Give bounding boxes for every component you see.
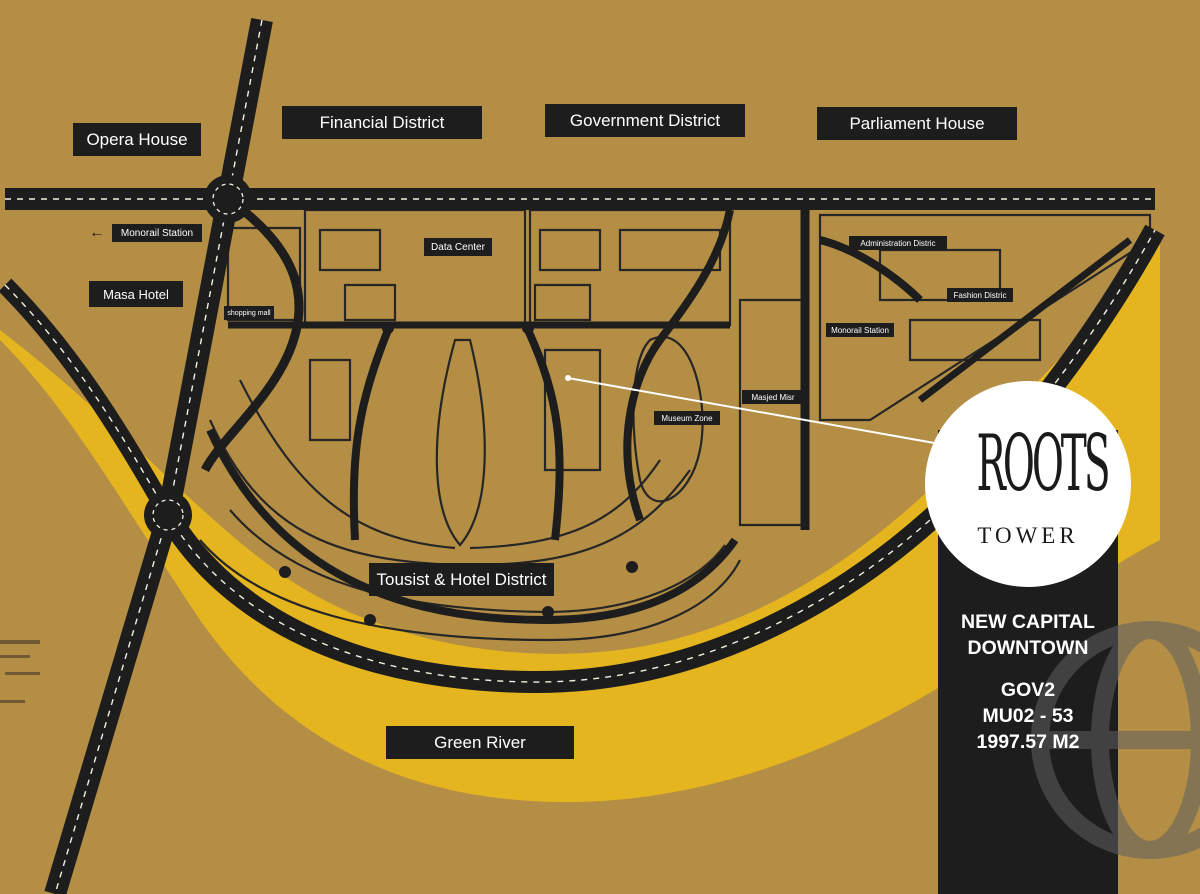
brand-line-2: TOWER xyxy=(977,523,1079,548)
roundabout-icon xyxy=(204,175,252,223)
small-grid-9 xyxy=(908,318,1042,362)
road-inner-east-2 xyxy=(818,236,923,303)
small-grid-5 xyxy=(618,228,722,272)
arc-west-1 xyxy=(208,419,456,567)
center-leaf xyxy=(435,338,486,547)
label-green-river: Green River xyxy=(386,726,574,759)
small-grid-4 xyxy=(533,283,592,322)
road-central-west xyxy=(349,328,392,541)
label-fashion-district: Fashion Distric xyxy=(947,288,1013,302)
label-shopping-mall: shopping mall xyxy=(224,306,274,320)
label-financial-district: Financial District xyxy=(282,106,482,139)
label-museum-zone: Museum Zone xyxy=(654,411,720,425)
arrow-left-icon: ← xyxy=(89,224,105,241)
small-grid-7 xyxy=(543,348,602,472)
globe-icon xyxy=(1031,621,1200,859)
small-grid-6 xyxy=(308,358,352,442)
arc-east-2 xyxy=(469,459,661,550)
road-inner-west xyxy=(200,195,304,473)
pointer-line xyxy=(567,377,941,445)
road-inner-diag xyxy=(623,209,734,522)
roots-tower-logo: ROOTS TOWER xyxy=(925,381,1131,587)
label-tourist-hotel-district: Tousist & Hotel District xyxy=(369,563,554,596)
label-monorail-station-east: Monorail Station xyxy=(826,323,894,337)
label-parliament-house: Parliament House xyxy=(817,107,1017,140)
info-title-line-1: NEW CAPITAL xyxy=(961,611,1095,633)
label-data-center: Data Center xyxy=(424,238,492,256)
green-river-band xyxy=(0,240,1160,803)
road-inner-admin xyxy=(917,237,1133,403)
roundabout-icon xyxy=(144,491,192,539)
brand-line-1: ROOTS xyxy=(976,419,1111,509)
arc-west-2 xyxy=(239,379,456,550)
label-masjed-misr: Masjed Misr xyxy=(742,390,804,404)
info-title-line-2: DOWNTOWN xyxy=(967,637,1089,659)
label-administration-district: Administration Distric xyxy=(849,236,947,250)
outer-arc-2 xyxy=(229,509,726,614)
small-grid-3 xyxy=(343,283,397,322)
small-grid-1 xyxy=(318,228,382,272)
label-opera-house: Opera House xyxy=(73,123,201,156)
info-plot-code: GOV2 xyxy=(1000,679,1056,701)
info-unit-code: MU02 - 53 xyxy=(982,705,1074,727)
info-area: 1997.57 M2 xyxy=(976,731,1080,753)
road-arc-inner xyxy=(206,428,739,625)
road-central-east xyxy=(524,328,564,541)
outer-arc xyxy=(199,539,741,642)
label-masa-hotel: Masa Hotel xyxy=(89,281,183,307)
label-government-district: Government District xyxy=(545,104,745,137)
label-monorail-station-west: Monorail Station xyxy=(112,224,202,242)
small-grid-2 xyxy=(538,228,602,272)
